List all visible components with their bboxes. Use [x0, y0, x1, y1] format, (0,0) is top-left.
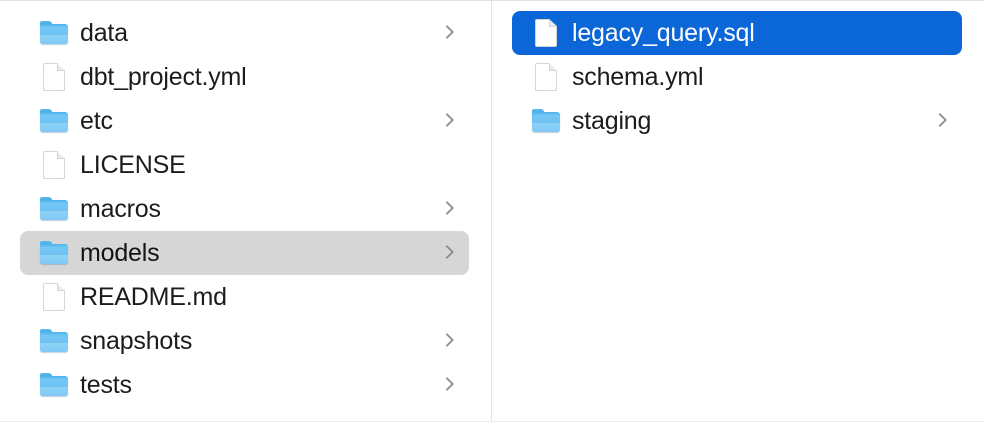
file-row-label: models — [80, 239, 160, 267]
file-row[interactable]: macros — [20, 187, 469, 231]
file-row-label: data — [80, 19, 128, 47]
chevron-right-icon[interactable] — [441, 375, 453, 395]
file-row[interactable]: LICENSE — [20, 143, 469, 187]
file-row-label: LICENSE — [80, 151, 186, 179]
file-row[interactable]: models — [20, 231, 469, 275]
file-row[interactable]: snapshots — [20, 319, 469, 363]
file-row-label: README.md — [80, 283, 227, 311]
chevron-right-icon[interactable] — [441, 199, 453, 219]
file-row[interactable]: etc — [20, 99, 469, 143]
chevron-right-icon[interactable] — [441, 243, 453, 263]
chevron-right-icon[interactable] — [441, 111, 453, 131]
file-row-label: macros — [80, 195, 161, 223]
file-icon — [40, 150, 68, 180]
file-row-label: snapshots — [80, 327, 193, 355]
file-icon — [40, 282, 68, 312]
file-row-label: legacy_query.sql — [572, 19, 755, 47]
file-icon — [532, 18, 560, 48]
file-row[interactable]: tests — [20, 363, 469, 407]
folder-icon — [40, 370, 68, 400]
file-row-label: tests — [80, 371, 132, 399]
finder-column-child[interactable]: legacy_query.sql schema.yml staging — [492, 1, 984, 421]
file-icon — [532, 62, 560, 92]
file-row-label: etc — [80, 107, 113, 135]
folder-icon — [40, 326, 68, 356]
file-row[interactable]: schema.yml — [512, 55, 962, 99]
file-row[interactable]: legacy_query.sql — [512, 11, 962, 55]
folder-icon — [40, 238, 68, 268]
chevron-right-icon[interactable] — [934, 111, 946, 131]
chevron-right-icon[interactable] — [441, 331, 453, 351]
file-row-label: dbt_project.yml — [80, 63, 247, 91]
folder-icon — [40, 18, 68, 48]
file-icon — [40, 62, 68, 92]
folder-icon — [40, 194, 68, 224]
file-row[interactable]: README.md — [20, 275, 469, 319]
folder-icon — [40, 106, 68, 136]
file-row-label: schema.yml — [572, 63, 704, 91]
file-row[interactable]: staging — [512, 99, 962, 143]
file-row-label: staging — [572, 107, 652, 135]
file-row[interactable]: dbt_project.yml — [20, 55, 469, 99]
file-row[interactable]: data — [20, 11, 469, 55]
folder-icon — [532, 106, 560, 136]
chevron-right-icon[interactable] — [441, 23, 453, 43]
